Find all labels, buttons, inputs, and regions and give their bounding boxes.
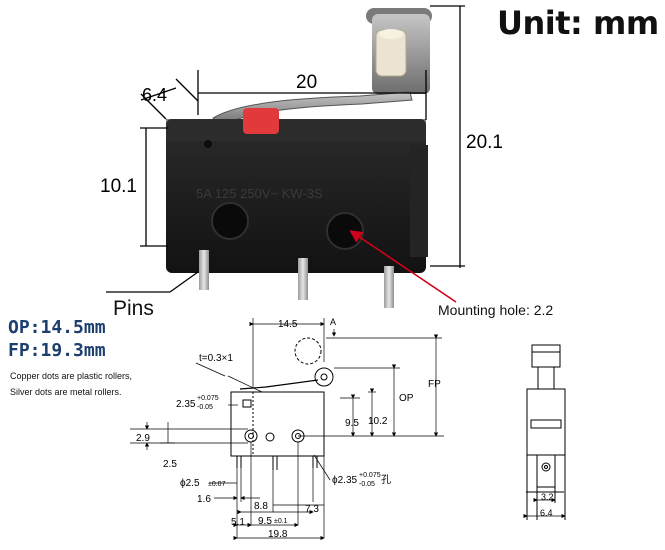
- roller-assembly: [366, 8, 432, 94]
- mount-hole-left: [211, 202, 249, 240]
- pin-dia-tol: ±0.07: [208, 481, 226, 488]
- roller-top: [379, 29, 403, 39]
- front-hole-1: [244, 429, 258, 443]
- dim-op: OP: [399, 393, 414, 404]
- dim-14-5: 14.5: [278, 319, 298, 330]
- fp-spec: FP:19.3mm: [8, 340, 106, 361]
- hole-tol-main: 2.35: [176, 399, 196, 410]
- dim-19-8: 19.8: [268, 529, 288, 540]
- dim-depth: 6.4: [142, 85, 167, 105]
- switch-photo: 5A 125 250V~ KW-3S 20 6.4 20.1 10.1: [100, 5, 503, 308]
- side-dim-6-4: 6.4: [540, 508, 553, 518]
- dim-2-5: 2.5: [163, 459, 177, 470]
- unit-label: Unit: mm: [497, 4, 659, 42]
- dim-5-1: 5.1: [231, 517, 245, 528]
- side-dim-3-2: 3.2: [541, 492, 554, 502]
- dim-fp: FP: [428, 379, 441, 390]
- dim-1-6: 1.6: [197, 494, 211, 505]
- roller-note-line1: Copper dots are plastic rollers,: [10, 371, 133, 381]
- pin-dia: ϕ2.5: [180, 478, 200, 489]
- side-view: [523, 344, 566, 520]
- front-view: [230, 337, 334, 470]
- view-arrow-a: A: [330, 317, 336, 327]
- hole-dia: ϕ2.35: [332, 475, 358, 486]
- roller-released-position: [294, 337, 322, 365]
- dim-8-8: 8.8: [254, 501, 268, 512]
- mounting-hole-arrow: [349, 230, 457, 303]
- hole-dia-tol-down: -0.05: [359, 481, 375, 488]
- hole-tol-up: +0.075: [197, 395, 219, 402]
- dim-lever-length: 20: [296, 72, 317, 93]
- dim-9-5b-tol: ±0.1: [274, 518, 288, 525]
- roller-note-line2: Silver dots are metal rollers.: [10, 387, 122, 397]
- dim-thickness: t=0.3×1: [199, 353, 233, 364]
- hole-tol-down: -0.05: [197, 404, 213, 411]
- actuator-button: [243, 108, 279, 134]
- hole-dia-suffix: 孔: [381, 474, 391, 486]
- front-roller: [314, 367, 334, 387]
- body-marking: 5A 125 250V~ KW-3S: [196, 186, 323, 201]
- photo-dimension-lines: [106, 5, 465, 293]
- dimension-lines: [130, 318, 444, 541]
- front-body: [230, 391, 325, 457]
- dim-total-height: 20.1: [466, 132, 503, 153]
- dim-2-9: 2.9: [136, 433, 150, 444]
- dim-10-2: 10.2: [368, 416, 388, 427]
- pins: [199, 250, 394, 308]
- dim-7-3: 7.3: [305, 504, 319, 515]
- pin-3: [384, 266, 394, 308]
- dim-9-5: 9.5: [345, 418, 359, 429]
- marking-dot: [204, 140, 212, 148]
- dim-9-5b: 9.5: [258, 516, 272, 527]
- pin-1: [199, 250, 209, 290]
- mounting-hole-label: Mounting hole: 2.2: [438, 302, 554, 318]
- side-roller: [531, 344, 561, 368]
- dim-body-height: 10.1: [100, 176, 137, 197]
- op-spec: OP:14.5mm: [8, 317, 106, 338]
- side-body: [526, 388, 566, 456]
- pin-2: [298, 258, 308, 300]
- hole-dia-tol-up: +0.075: [359, 472, 381, 479]
- pins-label: Pins: [113, 297, 154, 320]
